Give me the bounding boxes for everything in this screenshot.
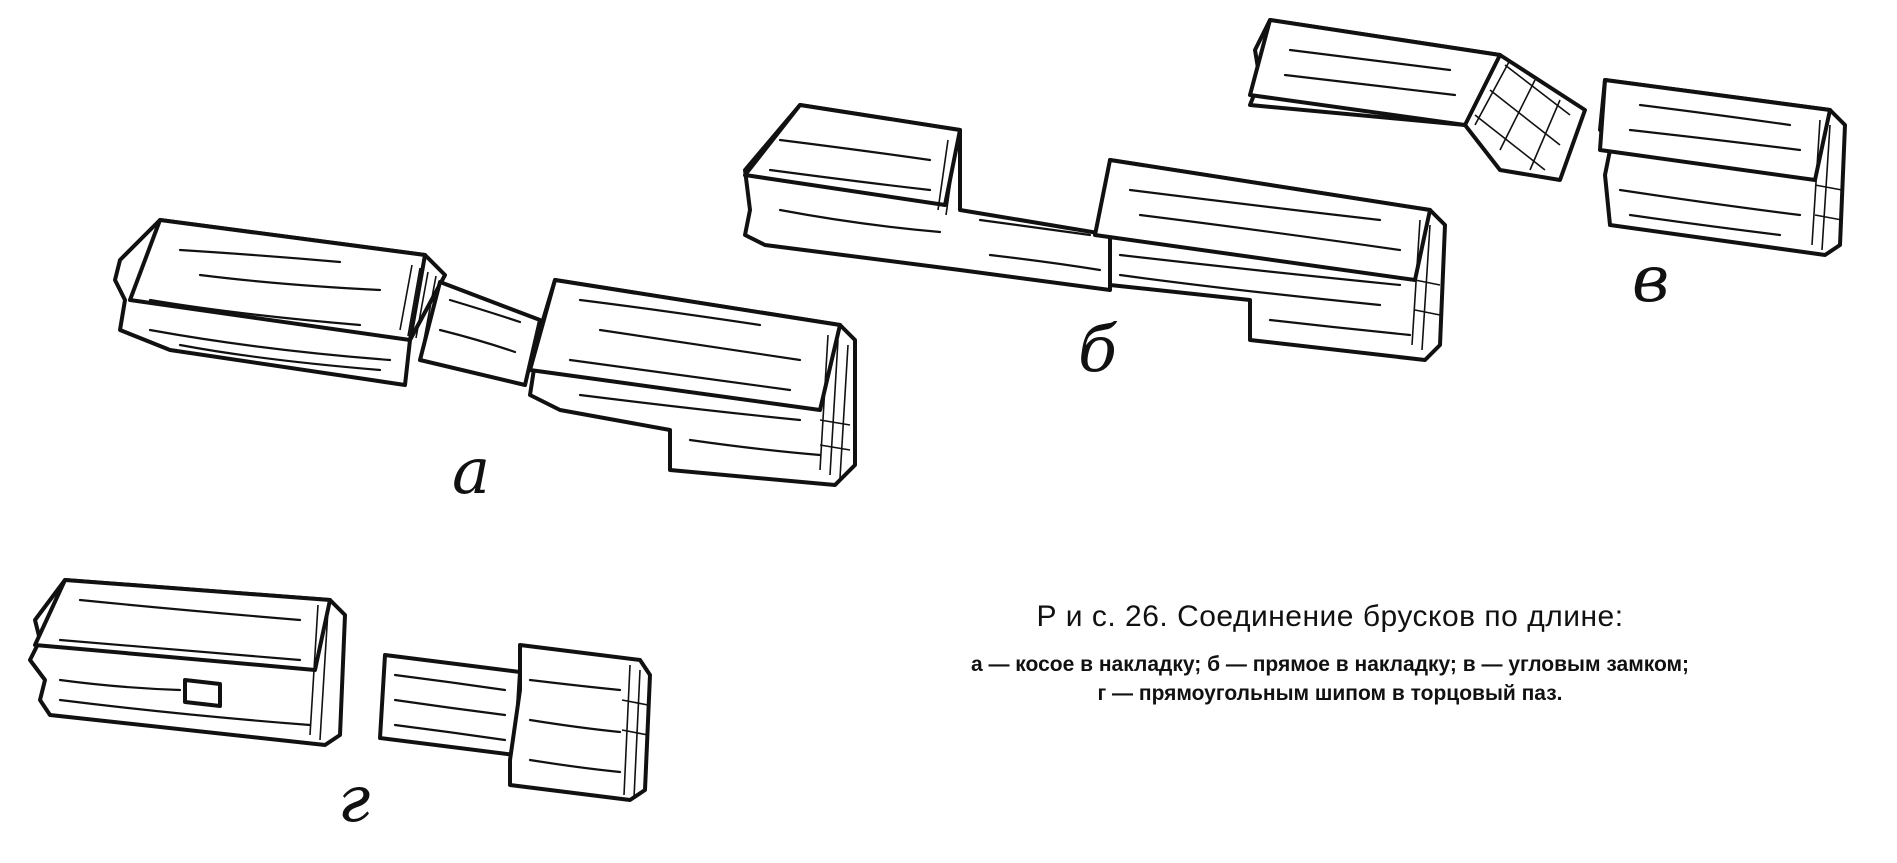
caption-legend: а — косое в накладку; б — прямое в накла… xyxy=(780,650,1880,708)
label-g: г xyxy=(338,763,371,837)
caption-legend-line-2: г — прямоугольным шипом в торцовый паз. xyxy=(1097,682,1563,705)
label-v: в xyxy=(1632,243,1670,317)
joint-g-right-bar xyxy=(508,643,652,802)
figure-caption: Р и с. 26. Соединение брусков по длине: … xyxy=(780,600,1880,708)
joint-a-tongue xyxy=(418,280,542,387)
label-b: б xyxy=(1078,313,1118,387)
joint-a-oblique-lap xyxy=(113,218,857,487)
label-a: а xyxy=(452,435,491,509)
joint-g-tenon-slot xyxy=(28,578,652,802)
caption-title: Р и с. 26. Соединение брусков по длине: xyxy=(1036,600,1624,633)
caption-legend-line-1: а — косое в накладку; б — прямое в накла… xyxy=(970,653,1690,676)
joint-v-corner-lock xyxy=(1248,18,1847,257)
joint-b-straight-lap xyxy=(743,103,1447,362)
